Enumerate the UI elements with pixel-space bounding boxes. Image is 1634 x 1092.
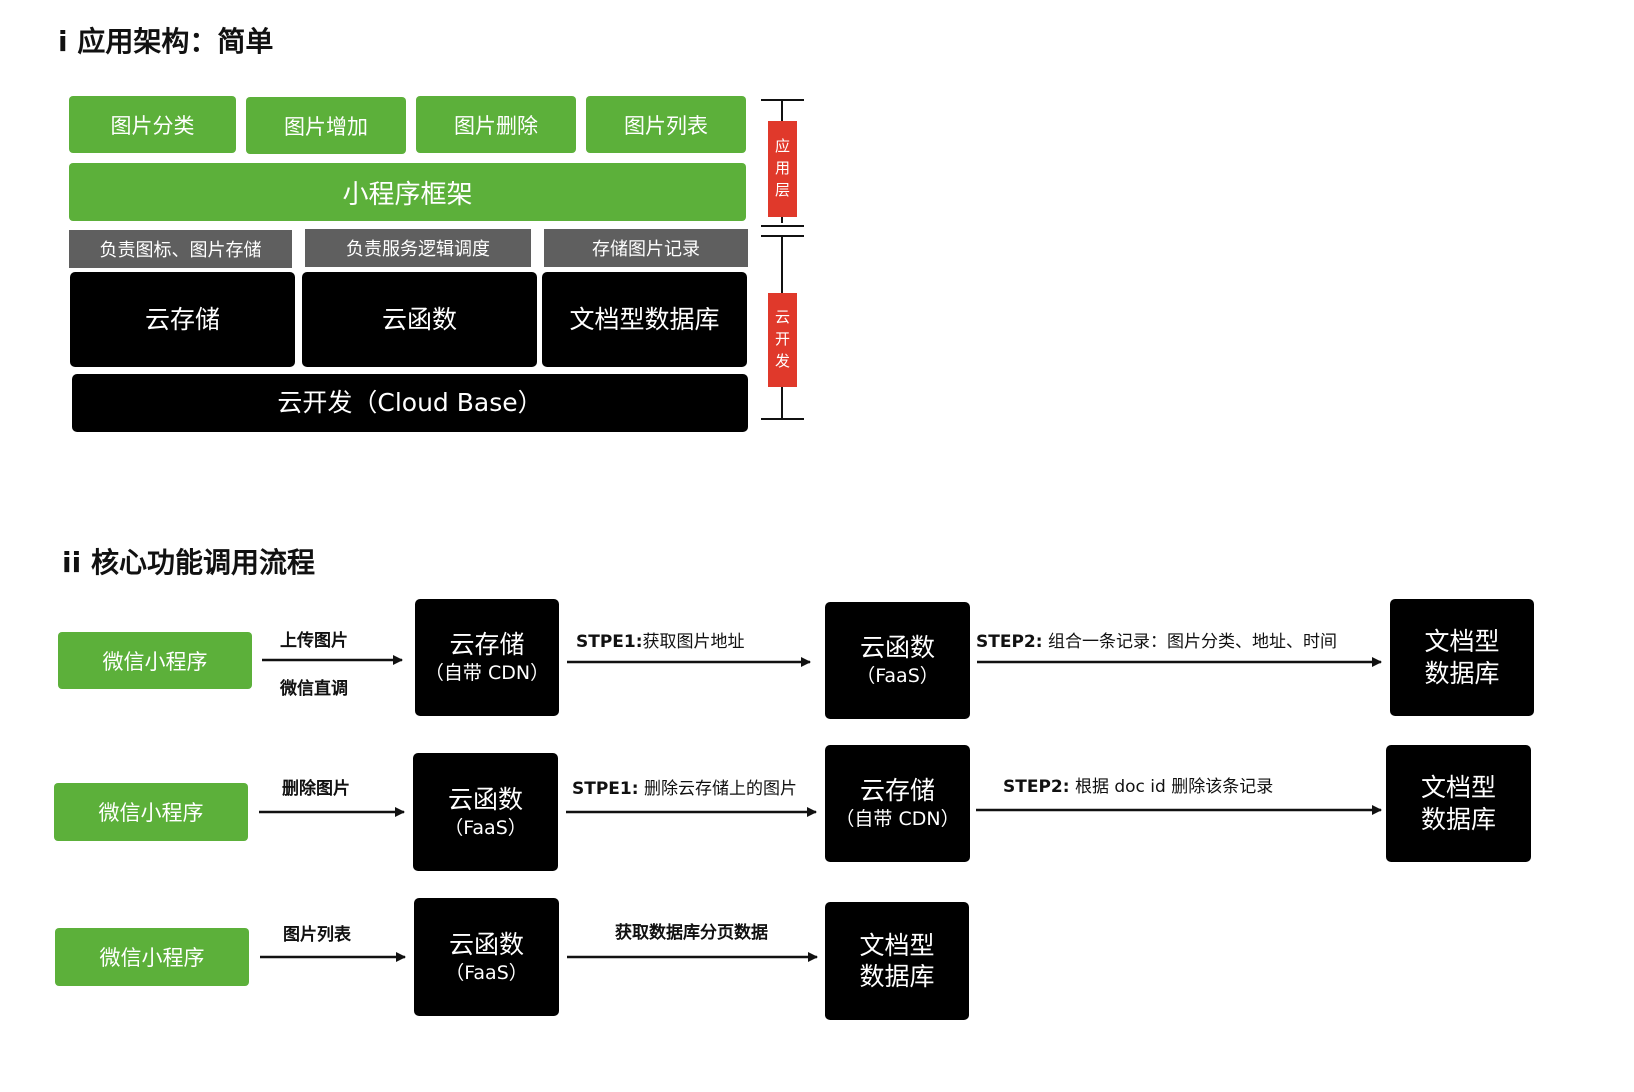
flow3-node2-line2: 数据库 (859, 962, 935, 991)
flow1-node2-name: 云函数 (859, 633, 935, 662)
flow2-node3-line1: 文档型 (1420, 773, 1496, 803)
flow1-arrow1-bottom-label: 微信直调 (280, 679, 348, 699)
flow3-node1-name: 云函数 (448, 929, 524, 959)
flow2-arrow2-text: 删除云存储上的图片 (638, 779, 797, 799)
service-cloud-storage-label: 云存储 (144, 304, 220, 334)
layer-app-char: 用 (774, 159, 790, 178)
flow3-node2-line1: 文档型 (859, 930, 935, 960)
flow2-arrow1-top-label: 删除图片 (282, 779, 350, 799)
flow2-arrow2-label: STPE1: 删除云存储上的图片 (572, 774, 797, 799)
flow3-node-cloud-function: 云函数 （FaaS） (414, 898, 559, 1016)
flow2-client: 微信小程序 (54, 783, 248, 841)
flow1-node-cloud-function: 云函数 （FaaS） (825, 602, 970, 719)
mini-program-framework: 小程序框架 (69, 163, 746, 221)
service-document-db: 文档型数据库 (542, 272, 747, 367)
flow3-arrow1-top-label: 图片列表 (283, 925, 351, 945)
cloud-base-label: 云开发（Cloud Base） (277, 388, 543, 418)
section2-title: ii 核心功能调用流程 (62, 546, 315, 579)
flow1-node3-line1: 文档型 (1424, 627, 1500, 657)
flow1-node3-line2: 数据库 (1424, 658, 1500, 688)
desc-storage: 负责图标、图片存储 (69, 230, 292, 268)
flow1-node-cloud-storage: 云存储 （自带 CDN） (415, 599, 559, 716)
module-image-add: 图片增加 (246, 97, 406, 154)
flow2-node-cloud-storage: 云存储 （自带 CDN） (825, 745, 970, 862)
flow1-node1-name: 云存储 (449, 630, 525, 659)
flow2-arrow2-step: STPE1: (572, 779, 639, 799)
layer-cloud-char: 云 (774, 308, 790, 327)
flow3-client: 微信小程序 (55, 928, 249, 986)
flow1-arrow1-top-label: 上传图片 (280, 631, 348, 651)
flow1-arrow3-step: STEP2: (976, 632, 1043, 652)
flow3-arrow2-label: 获取数据库分页数据 (615, 923, 768, 943)
flow1-arrow2-text: 获取图片地址 (642, 632, 745, 652)
flow1-arrow2-step: STPE1: (576, 632, 643, 652)
flow1-arrow3-label: STEP2: 组合一条记录：图片分类、地址、时间 (976, 627, 1337, 652)
service-cloud-function: 云函数 (302, 272, 537, 367)
flow1-node2-sub: （FaaS） (856, 665, 939, 688)
layer-cloud-char: 发 (774, 351, 790, 370)
flow2-arrow3-label: STEP2: 根据 doc id 删除该条记录 (1003, 772, 1273, 797)
layer-app-char: 应 (774, 137, 790, 156)
module-image-list: 图片列表 (586, 96, 746, 153)
flow2-node3-line2: 数据库 (1420, 804, 1496, 834)
layer-app-char: 层 (774, 180, 790, 199)
service-document-db-label: 文档型数据库 (569, 304, 720, 334)
service-cloud-function-label: 云函数 (381, 304, 457, 334)
layer-cloud-char: 开 (774, 330, 790, 349)
flow3-node-document-db: 文档型 数据库 (825, 902, 969, 1020)
service-cloud-storage: 云存储 (70, 272, 295, 367)
desc-database: 存储图片记录 (544, 229, 748, 267)
cloud-base: 云开发（Cloud Base） (72, 374, 748, 432)
flow2-node-cloud-function: 云函数 （FaaS） (413, 753, 558, 871)
flow2-node2-name: 云存储 (859, 776, 935, 805)
flow1-node-document-db: 文档型 数据库 (1390, 599, 1534, 716)
layer-label-app: 应 用 层 (768, 121, 797, 217)
flow2-node2-sub: （自带 CDN） (835, 808, 960, 831)
flow2-node-document-db: 文档型 数据库 (1386, 745, 1531, 862)
flow1-client: 微信小程序 (58, 632, 252, 689)
flow2-node1-name: 云函数 (447, 784, 523, 814)
flow3-node1-sub: （FaaS） (445, 961, 528, 984)
flow2-arrow3-step: STEP2: (1003, 777, 1070, 797)
layer-label-cloud: 云 开 发 (768, 293, 797, 387)
flow2-arrow3-text: 根据 doc id 删除该条记录 (1069, 777, 1274, 797)
desc-function: 负责服务逻辑调度 (305, 229, 531, 267)
flow2-node1-sub: （FaaS） (444, 816, 527, 839)
bracket-mid-cap-1 (761, 225, 804, 227)
flow1-arrow3-text: 组合一条记录：图片分类、地址、时间 (1042, 632, 1337, 652)
module-image-category: 图片分类 (69, 96, 236, 153)
flow1-arrow2-label: STPE1:获取图片地址 (576, 627, 745, 652)
module-image-delete: 图片删除 (416, 96, 576, 153)
bracket-bottom-cap (761, 418, 804, 420)
section1-title: i 应用架构：简单 (58, 25, 274, 58)
flow1-node1-sub: （自带 CDN） (424, 662, 550, 685)
